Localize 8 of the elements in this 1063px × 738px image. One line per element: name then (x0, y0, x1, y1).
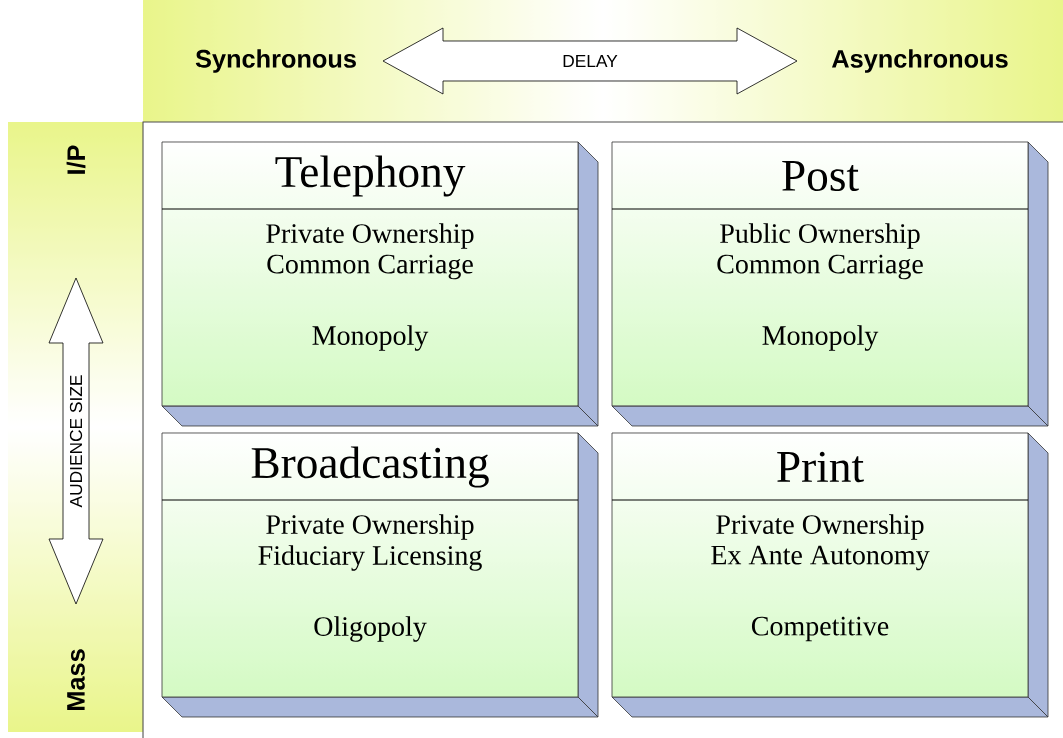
axis-label: Mass (67, 649, 85, 710)
axis-label: Synchronous (195, 49, 356, 73)
cube-box: Print Private Ownership Ex Ante Autonomy Competitive (611, 432, 1049, 718)
cube-box: Telephony Private Ownership Common Carriage Monopoly (161, 141, 599, 427)
cube-box: Post Public Ownership Common Carriage Monopoly (611, 141, 1049, 427)
cube-box: Broadcasting Private Ownership Fiduciary Licensing Oligopoly (161, 432, 599, 718)
axis-label: I/P (66, 145, 86, 174)
axis-label: Asynchronous (831, 49, 1008, 73)
